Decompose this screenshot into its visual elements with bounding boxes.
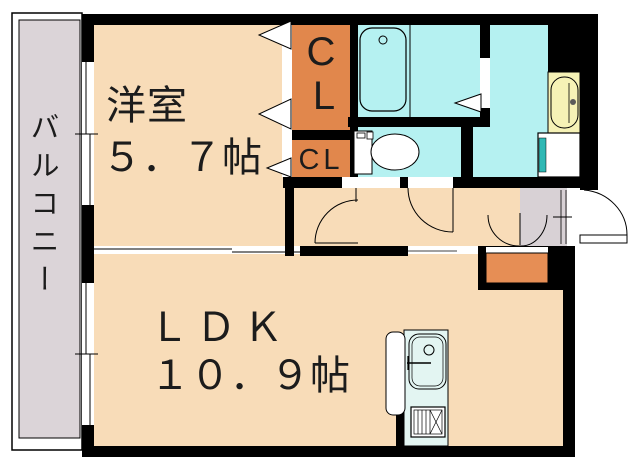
wall-ldk-right [563,288,575,457]
closet-lower-label: CL [298,144,344,176]
fixtures [353,25,581,447]
entry-door-arc [583,189,628,236]
wall-kitchen-stub [396,413,406,446]
closet-upper-label-l: L [312,74,336,118]
washbasin-faucet [570,99,576,105]
bathroom-door-icon [453,93,482,113]
kitchen-counter-panel [385,331,406,416]
toilet-bowl [370,133,420,171]
shoebox-gap [486,247,548,253]
wall-partition-segment [300,246,408,256]
ldk-label: ＬＤＫ [149,306,290,350]
balcony [11,12,83,451]
stove-inner [413,409,443,435]
kitchen-sink [408,333,447,390]
closet-door-fold-icon [257,20,292,50]
closet-upper-floor [292,25,350,130]
wall-room-hall [285,177,294,256]
wall-top [82,14,598,25]
closet-door-fold-icon [265,157,292,178]
entry-door-leaf [579,234,628,244]
stove-burner-x [429,409,443,435]
doors [94,20,628,253]
stove [410,406,446,438]
balcony-floor [18,19,81,439]
bathtub [359,27,407,112]
washroom-door-arc [407,187,454,233]
western-room-floor [94,25,292,246]
ldk-size: １０．９帖 [150,354,350,398]
entrance-step-door-arc [520,214,548,247]
western-room-label: 洋室 [106,84,188,128]
washbasin-bowl [550,76,579,129]
toilet-door-arc [314,199,359,244]
bathtub-drain [378,35,388,45]
washing-machine-drain [538,137,547,173]
wall-closet-right [350,25,358,188]
closet-upper-label-c: C [306,30,336,74]
closet-door-fold-icon [257,98,292,130]
balcony-label: バルコニー [26,112,58,302]
wall-bottom [82,446,575,457]
toilet-door-opening [342,177,400,188]
wall-corner-mass [548,14,580,72]
kitchen-sink-inner [411,336,444,387]
wall-bath-bottom [348,117,490,127]
wall-toilet-washroom [461,117,473,188]
bathroom-door-opening [480,58,490,108]
kitchen-faucet [423,344,435,356]
wall-right-outer [580,14,598,190]
hall-door-arc [487,214,520,247]
room-fills [94,25,580,446]
closet-lower-floor [292,140,350,177]
hallway-floor [294,188,520,246]
toilet-handle [356,132,366,139]
wall-closet-mid [283,130,350,140]
washroom-door-opening [408,177,453,188]
shoe-cabinet [485,252,549,284]
toilet-button [366,131,374,140]
western-room-size: ５．７帖 [102,136,262,180]
